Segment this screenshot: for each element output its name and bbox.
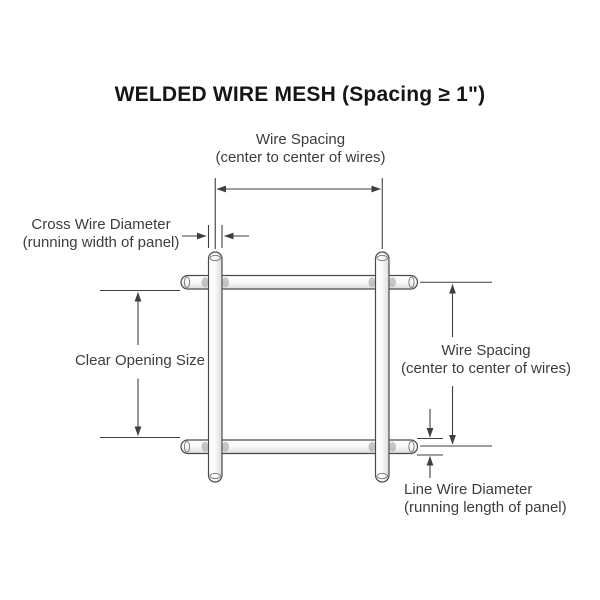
label-wire-spacing-top-line1: Wire Spacing (255, 131, 346, 148)
cross-wires (207, 251, 390, 483)
line-wires (180, 274, 419, 455)
line-wire-end-caps (183, 276, 415, 453)
label-wire-spacing-right-line1: Wire Spacing (441, 342, 531, 359)
label-wire-spacing-right-line2: (center to center of wires) (400, 360, 572, 377)
label-clear-opening-size-line1: Clear Opening Size (74, 352, 206, 369)
label-clear-opening-size: Clear Opening Size (55, 352, 225, 370)
dim-wire-spacing-right (420, 281, 492, 447)
cross-wire-left (207, 251, 223, 483)
label-wire-spacing-right: Wire Spacing (center to center of wires) (394, 342, 578, 378)
cross-wire-right (374, 251, 390, 483)
dim-line-wire-diameter (417, 409, 443, 478)
label-cross-wire-diameter: Cross Wire Diameter (running width of pa… (15, 216, 187, 252)
label-line-wire-diameter-line2: (running length of panel) (404, 499, 567, 516)
label-cross-wire-diameter-line2: (running width of panel) (22, 234, 180, 251)
line-wire-bottom (180, 439, 419, 455)
weld-shading (201, 277, 396, 452)
label-line-wire-diameter-line1: Line Wire Diameter (404, 481, 533, 498)
label-cross-wire-diameter-line1: Cross Wire Diameter (31, 216, 171, 233)
dim-wire-spacing-top (214, 178, 383, 249)
diagram-title: WELDED WIRE MESH (Spacing ≥ 1") (114, 83, 486, 106)
cross-wire-end-caps (209, 254, 388, 480)
label-line-wire-diameter: Line Wire Diameter (running length of pa… (404, 481, 594, 517)
line-wire-top (180, 274, 419, 290)
dim-cross-wire-diameter (182, 225, 249, 248)
label-wire-spacing-top-line2: (center to center of wires) (215, 149, 386, 166)
dim-clear-opening (100, 289, 180, 439)
label-wire-spacing-top: Wire Spacing (center to center of wires) (198, 131, 403, 167)
